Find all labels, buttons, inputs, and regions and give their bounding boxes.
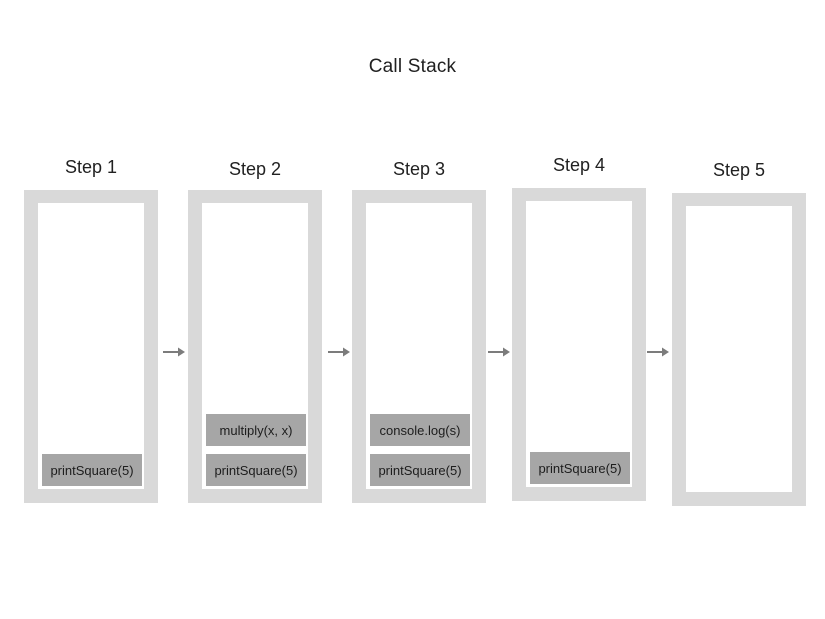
arrow-right-icon [327,345,351,359]
arrow-right-icon [162,345,186,359]
stack-inner-1: printSquare(5) [38,203,144,489]
step-column-2: Step 2 multiply(x, x) printSquare(5) [188,148,322,518]
stack-frames-2: multiply(x, x) printSquare(5) [202,414,308,489]
stack-frame: multiply(x, x) [206,414,306,446]
stack-container-2: multiply(x, x) printSquare(5) [188,190,322,503]
step-label-1: Step 1 [64,157,118,177]
stack-frame: printSquare(5) [206,454,306,486]
stack-container-3: console.log(s) printSquare(5) [352,190,486,503]
step-label-2: Step 2 [228,159,282,179]
step-label-3: Step 3 [392,159,446,179]
stack-inner-2: multiply(x, x) printSquare(5) [202,203,308,489]
diagram-title: Call Stack [368,56,457,77]
stack-frame: printSquare(5) [370,454,470,486]
stack-container-4: printSquare(5) [512,188,646,501]
step-label-5: Step 5 [712,160,766,180]
stack-container-1: printSquare(5) [24,190,158,503]
arrow-right-icon [487,345,511,359]
stack-frames-3: console.log(s) printSquare(5) [366,414,472,489]
arrow-right-icon [646,345,670,359]
step-column-3: Step 3 console.log(s) printSquare(5) [352,148,486,518]
stack-inner-5 [686,206,792,492]
step-column-4: Step 4 printSquare(5) [512,148,646,518]
stack-container-5 [672,193,806,506]
stack-frame: console.log(s) [370,414,470,446]
step-column-1: Step 1 printSquare(5) [24,148,158,518]
stack-frames-1: printSquare(5) [38,454,144,489]
step-label-4: Step 4 [552,155,606,175]
stack-frame: printSquare(5) [42,454,142,486]
stack-frames-5 [686,489,792,492]
stack-inner-4: printSquare(5) [526,201,632,487]
stack-frames-4: printSquare(5) [526,452,632,487]
stack-frame: printSquare(5) [530,452,630,484]
stack-inner-3: console.log(s) printSquare(5) [366,203,472,489]
step-column-5: Step 5 [672,148,806,518]
